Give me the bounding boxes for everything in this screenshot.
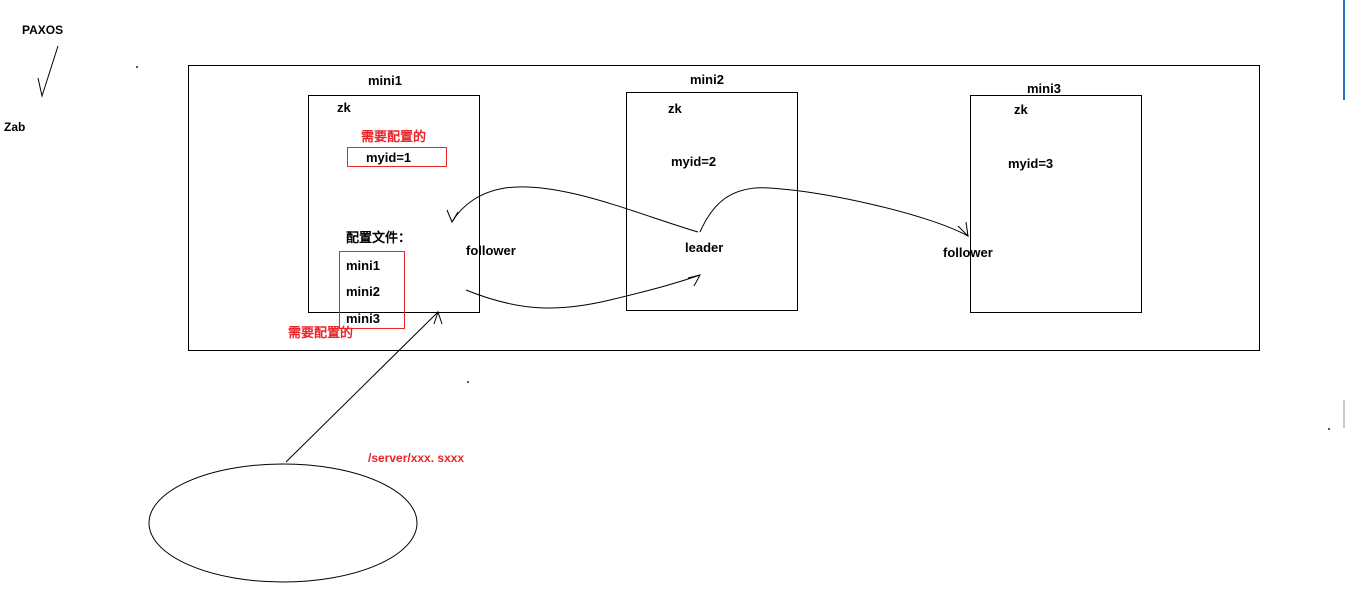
edge-accent bbox=[1343, 400, 1345, 428]
node-mini3-title: mini3 bbox=[1027, 81, 1061, 96]
config-list-item: mini1 bbox=[346, 258, 380, 273]
node-mini3-role: follower bbox=[943, 245, 993, 260]
node-mini3-myid: myid=3 bbox=[1008, 156, 1054, 171]
node-mini2-box bbox=[626, 92, 798, 311]
node-mini1-title: mini1 bbox=[368, 73, 402, 88]
config-list-item: mini2 bbox=[346, 284, 380, 299]
config-list-item: mini3 bbox=[346, 311, 380, 326]
arrowhead-follower1-in bbox=[446, 209, 459, 224]
node-mini3-zk: zk bbox=[1014, 102, 1028, 117]
node-mini1-myid: myid=1 bbox=[366, 150, 412, 165]
server-path-note: /server/xxx. sxxx bbox=[368, 451, 465, 465]
check-mark-stroke bbox=[37, 45, 59, 98]
node-mini1-role: follower bbox=[466, 243, 516, 258]
edge-accent bbox=[1343, 0, 1345, 100]
node-mini2-zk: zk bbox=[668, 101, 682, 116]
mini1-note-bottom: 需要配置的 bbox=[288, 325, 354, 340]
node-mini2-title: mini2 bbox=[690, 72, 724, 87]
arrow-leader-to-follower3 bbox=[699, 187, 969, 237]
stray-mark bbox=[467, 381, 469, 383]
arrowhead-leader-in bbox=[687, 274, 701, 287]
paxos-label: PAXOS bbox=[22, 23, 64, 37]
zab-label: Zab bbox=[4, 120, 26, 134]
line-ellipse-to-config bbox=[285, 311, 439, 463]
storage-ellipse bbox=[148, 463, 418, 583]
arrow-follower-to-leader bbox=[465, 274, 701, 309]
config-list-highlight-box bbox=[339, 251, 405, 329]
myid-highlight-box bbox=[347, 147, 447, 167]
stray-mark bbox=[136, 66, 138, 68]
cluster-box bbox=[188, 65, 1260, 351]
mini1-note-top: 需要配置的 bbox=[361, 129, 427, 144]
arrowhead-follower3-in bbox=[957, 221, 969, 238]
node-mini2-myid: myid=2 bbox=[671, 154, 717, 169]
node-mini3-box bbox=[970, 95, 1142, 313]
node-mini1-box bbox=[308, 95, 480, 313]
mini1-config-label: 配置文件： bbox=[346, 230, 412, 245]
stray-mark bbox=[1328, 428, 1330, 430]
arrow-leader-to-follower1 bbox=[451, 186, 699, 233]
node-mini2-role: leader bbox=[685, 240, 724, 255]
node-mini1-zk: zk bbox=[337, 100, 351, 115]
